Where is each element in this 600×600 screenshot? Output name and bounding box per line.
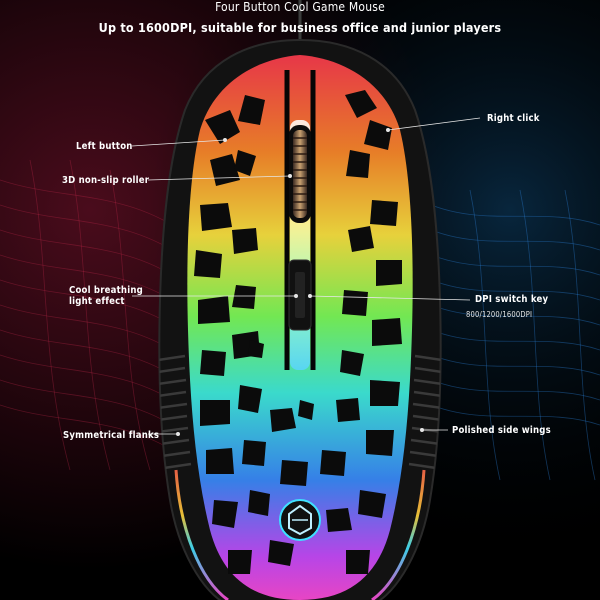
mouse-logo-icon	[279, 499, 321, 541]
callout-dpi-values: 800/1200/1600DPI	[466, 310, 533, 319]
callout-dpi-key: DPI switch key	[475, 294, 549, 305]
mouse-body	[158, 38, 442, 600]
product-title: Four Button Cool Game Mouse	[215, 0, 385, 14]
callout-lines	[131, 117, 481, 436]
callout-roller: 3D non-slip roller	[62, 175, 150, 186]
callout-left-button: Left button	[76, 141, 133, 152]
background-grid-right	[419, 189, 600, 481]
background-grid-left	[0, 159, 181, 471]
product-subtitle: Up to 1600DPI, suitable for business off…	[98, 20, 502, 35]
callout-flanks: Symmetrical flanks	[63, 430, 160, 441]
side-flank-grooves	[159, 354, 441, 470]
callout-breathing-line2: light effect	[69, 296, 125, 307]
callout-right-click: Right click	[487, 113, 540, 124]
callout-side-wings: Polished side wings	[452, 425, 551, 436]
callout-breathing-line1: Cool breathing	[69, 285, 143, 296]
scroll-wheel	[289, 125, 311, 223]
